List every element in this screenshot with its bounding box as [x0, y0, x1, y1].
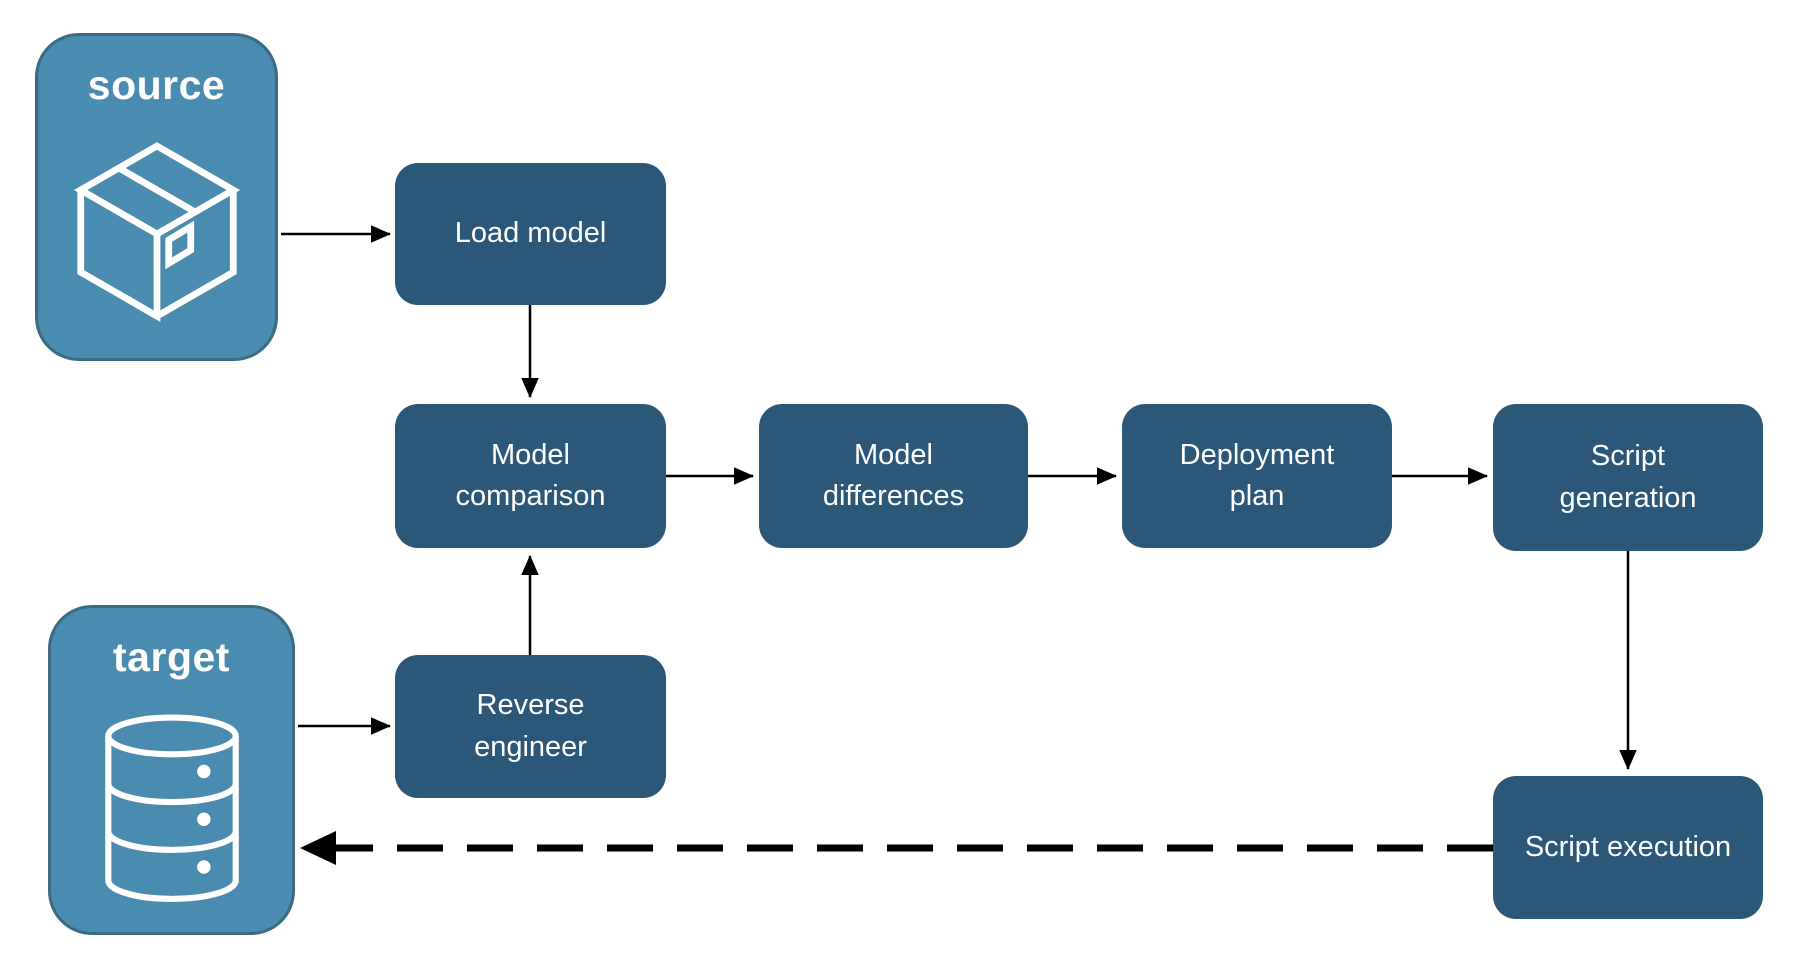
database-icon — [51, 681, 292, 932]
node-label: Script execution — [1524, 830, 1732, 863]
node-script-execution: Script execution — [1493, 776, 1763, 919]
node-label: Model comparison — [455, 438, 606, 512]
node-model-differences: Model differences — [759, 404, 1028, 548]
target-label: target — [113, 634, 230, 680]
node-label: Reverse engineer — [474, 689, 587, 763]
node-label: Deployment plan — [1179, 438, 1335, 512]
source-label: source — [87, 62, 226, 108]
node-deployment-plan: Deployment plan — [1122, 404, 1392, 548]
node-reverse-engineer: Reverse engineer — [395, 655, 666, 798]
package-icon — [38, 109, 275, 358]
node-model-comparison: Model comparison — [395, 404, 666, 548]
node-script-generation: Script generation — [1493, 404, 1763, 551]
node-load-model: Load model — [395, 163, 666, 305]
dashed-arrowhead — [300, 831, 336, 865]
node-label: Load model — [454, 217, 607, 250]
endpoint-source: source — [35, 33, 278, 361]
endpoint-target: target — [48, 605, 295, 935]
node-label: Model differences — [822, 438, 965, 512]
node-label: Script generation — [1559, 440, 1697, 514]
